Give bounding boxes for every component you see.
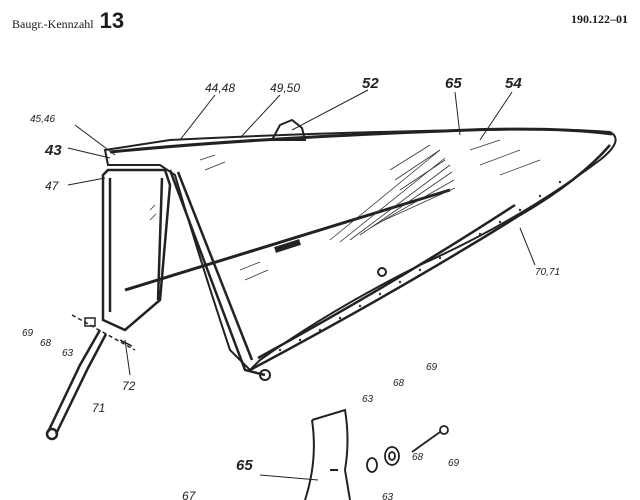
- leader-lines: [67, 89, 536, 481]
- callout-72: 72: [122, 379, 136, 393]
- header-group: Baugr.-Kennzahl 13: [12, 8, 124, 34]
- callout-63-bottom: 63: [362, 394, 374, 405]
- callout-69-bottom-2: 69: [448, 458, 460, 469]
- callout-63-left: 63: [62, 348, 74, 359]
- front-frame: [101, 168, 172, 332]
- callout-44-48: 44,48: [205, 81, 235, 95]
- callout-43: 43: [44, 142, 62, 159]
- callout-69-left: 69: [22, 328, 34, 339]
- side-frame: [168, 144, 611, 377]
- callout-45-46: 45,46: [30, 114, 55, 125]
- header-label: Baugr.-Kennzahl: [12, 17, 94, 31]
- bolt-detail-left: [71, 314, 136, 351]
- callout-49-50: 49,50: [270, 81, 300, 95]
- rivet-dots: [278, 180, 562, 352]
- callout-67: 67: [182, 489, 197, 500]
- canopy-handle: [270, 118, 307, 141]
- callout-54: 54: [505, 75, 522, 92]
- callout-47: 47: [45, 179, 60, 193]
- callout-65-top: 65: [445, 75, 462, 92]
- callout-71: 71: [92, 401, 105, 415]
- lower-fasteners: [366, 425, 449, 473]
- callout-68-bottom-2: 68: [412, 452, 424, 463]
- interior-hatching: [149, 139, 541, 281]
- lever-71: [45, 329, 108, 441]
- canopy-outline: [103, 128, 617, 372]
- callout-65-bottom: 65: [236, 457, 253, 474]
- callout-69-bottom: 69: [426, 362, 438, 373]
- slide-rod: [124, 188, 451, 292]
- bottom-rollers: [259, 267, 387, 381]
- group-number: 13: [99, 8, 125, 33]
- callout-70-71: 70,71: [535, 267, 560, 278]
- rib-65: [304, 408, 351, 500]
- canopy-top-rail: [109, 127, 613, 154]
- callout-63-bottom-2: 63: [382, 492, 394, 500]
- drawing-number: 190.122–01: [571, 12, 628, 26]
- callout-52: 52: [362, 75, 379, 92]
- callout-68-bottom: 68: [393, 378, 405, 389]
- callout-68-left: 68: [40, 338, 52, 349]
